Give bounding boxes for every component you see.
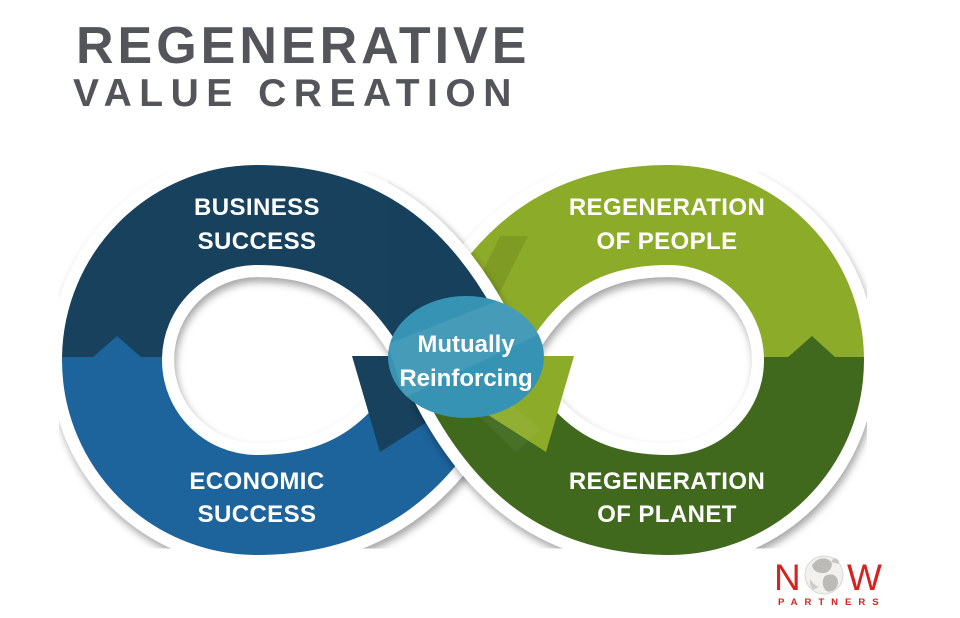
- label-business-line2: SUCCESS: [198, 228, 317, 255]
- label-economic-line2: SUCCESS: [198, 501, 317, 528]
- center-badge-line2: Reinforcing: [399, 365, 532, 392]
- logo-partners-label: PARTNERS: [778, 597, 886, 608]
- center-badge: Mutually Reinforcing: [388, 296, 544, 418]
- label-planet-line1: REGENERATION: [569, 468, 765, 495]
- center-badge-ellipse: [388, 296, 544, 418]
- page-title-line2: VALUE CREATION: [73, 72, 519, 115]
- logo-letter-w: W: [847, 557, 882, 598]
- page-title-line1: REGENERATIVE: [76, 17, 530, 75]
- label-planet-line2: OF PLANET: [597, 501, 737, 528]
- globe-icon: [804, 555, 844, 595]
- label-economic-line1: ECONOMIC: [189, 468, 324, 495]
- center-badge-line1: Mutually: [417, 331, 515, 358]
- label-people-line2: OF PEOPLE: [597, 228, 738, 255]
- label-people-line1: REGENERATION: [569, 194, 765, 221]
- page-title: REGENERATIVE VALUE CREATION: [73, 17, 530, 115]
- label-business-line1: BUSINESS: [194, 194, 320, 221]
- logo-letter-n: N: [774, 557, 801, 598]
- now-partners-logo: N W PARTNERS: [774, 555, 886, 608]
- flow-arrow-left-icon: [92, 336, 142, 358]
- center-badge-sheen: [388, 296, 544, 398]
- flow-arrow-right-icon: [787, 336, 836, 358]
- loop-labels: BUSINESS SUCCESS ECONOMIC SUCCESS REGENE…: [189, 194, 765, 528]
